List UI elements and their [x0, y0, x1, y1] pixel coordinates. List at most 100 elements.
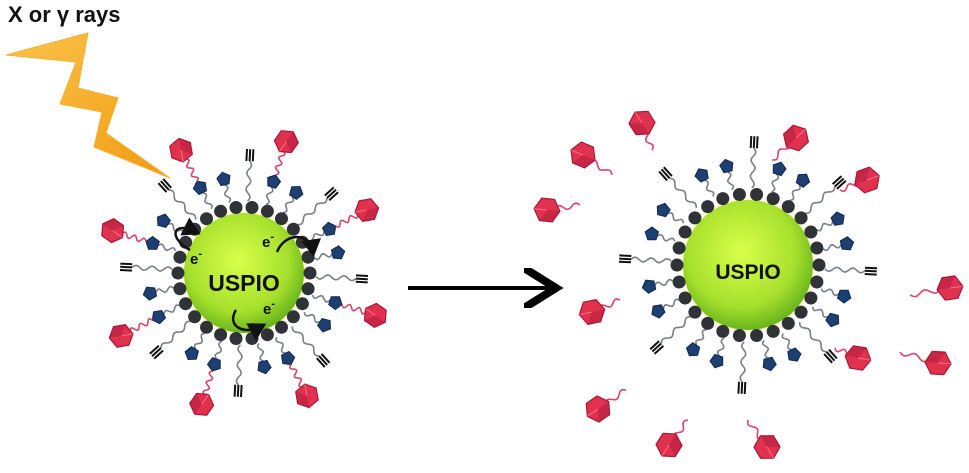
anchor-dot [245, 201, 259, 214]
electron-transfer-group: e- e- e- [174, 217, 322, 341]
linker-chain [630, 256, 672, 264]
electron-label-1: e- [190, 248, 202, 268]
saccharide-hexagon-icon [363, 302, 387, 328]
saccharide-hexagon-icon [570, 141, 596, 169]
anchor-dot [812, 258, 826, 272]
linker-chain [160, 320, 191, 349]
linker-chain [235, 344, 243, 386]
anchor-dot [678, 291, 692, 305]
alkyne-group-icon [649, 340, 665, 355]
anchor-dot [750, 329, 764, 342]
ligand-chain [311, 294, 387, 328]
anchor-dot [275, 320, 288, 334]
pentagon-icon [762, 356, 777, 372]
anchor-dot [781, 200, 795, 214]
ligand-chain [101, 218, 177, 252]
pink-linker [341, 303, 367, 315]
anchor-dot [794, 211, 808, 225]
ligand-chain [805, 175, 847, 215]
alkyne-group-icon [149, 345, 164, 360]
alkyne-group-icon [233, 384, 243, 398]
pentagon-icon [795, 173, 811, 188]
anchor-dot [214, 204, 228, 218]
pink-linker [129, 317, 153, 332]
core-label-right: USPIO [715, 261, 780, 284]
saccharide-hexagon-icon [585, 395, 611, 423]
released-saccharide-fragment [909, 275, 964, 301]
anchor-dot [672, 275, 686, 289]
pink-linker [335, 214, 359, 229]
pink-linker [121, 231, 147, 243]
electron-arrow-2 [275, 235, 322, 257]
saccharide-hexagon-icon [655, 432, 683, 458]
released-saccharide-fragment [747, 419, 781, 459]
anchor-dot [286, 310, 300, 324]
anchor-dot [701, 316, 715, 330]
anchor-dot [286, 222, 300, 236]
pentagon-icon [787, 347, 802, 362]
anchor-dot [171, 266, 185, 280]
ligand-chain [313, 245, 346, 261]
ligand-chain [824, 266, 878, 276]
pentagon-icon [206, 357, 221, 372]
saccharide-hexagon-icon [936, 275, 964, 301]
anchor-dot [260, 204, 274, 218]
pentagon-icon [641, 279, 657, 294]
pentagon-icon [321, 221, 337, 237]
anchor-dot [301, 250, 315, 264]
pentagon-icon [267, 174, 282, 189]
linker-chain [739, 341, 747, 383]
pentagon-icon [192, 180, 208, 196]
released-saccharide-fragment [772, 124, 810, 161]
pentagon-icon [694, 168, 709, 183]
ligand-chain [641, 278, 674, 294]
ligand-chain [761, 339, 777, 372]
pentagon-icon [719, 158, 734, 174]
ligand-chain [749, 135, 759, 189]
linker-chain [291, 326, 320, 357]
ligand-chain [656, 202, 685, 224]
pentagon-icon [772, 161, 787, 177]
ligand-chain [816, 211, 845, 232]
linker-chain [805, 186, 836, 215]
alkyne-group-icon [355, 274, 369, 284]
radiation-label: X or γ rays [8, 2, 121, 27]
ligand-chain [649, 315, 691, 355]
pentagon-icon [709, 353, 724, 369]
ligand-chain [156, 213, 185, 235]
pentagon-icon [825, 312, 840, 328]
pentagon-icon [651, 304, 666, 319]
ligand-chain [157, 178, 197, 220]
pentagon-icon [145, 235, 160, 250]
linker-chain [824, 266, 866, 274]
ligand-chain [265, 130, 299, 206]
ligand-chain [798, 322, 838, 364]
pentagon-icon [328, 296, 343, 311]
anchor-dot [670, 258, 684, 272]
electron-label-3: e- [263, 298, 275, 318]
anchor-dot [716, 192, 730, 206]
ligand-chain [184, 332, 206, 361]
alkyne-group-icon [864, 266, 878, 276]
anchor-dot [229, 332, 243, 345]
ligand-chain [771, 161, 787, 193]
linker-chain [297, 197, 328, 226]
alkyne-group-icon [831, 175, 847, 190]
pentagon-icon [184, 345, 199, 361]
anchor-dot [173, 250, 187, 264]
alkyne-group-icon [316, 353, 331, 368]
ligand-chain [169, 137, 213, 210]
anchor-dot [672, 241, 686, 255]
pink-linker [288, 364, 303, 388]
ligand-chain [737, 341, 747, 395]
anchor-dot [214, 328, 228, 342]
anchor-dot [678, 225, 692, 239]
ligand-chain [709, 337, 725, 369]
released-saccharide-fragment [839, 166, 880, 194]
anchor-dot [173, 282, 187, 296]
ligand-chain [811, 306, 840, 328]
pentagon-icon [289, 185, 304, 201]
ligand-chain [108, 304, 181, 348]
released-fragments [533, 110, 964, 459]
anchor-dot [804, 291, 818, 305]
